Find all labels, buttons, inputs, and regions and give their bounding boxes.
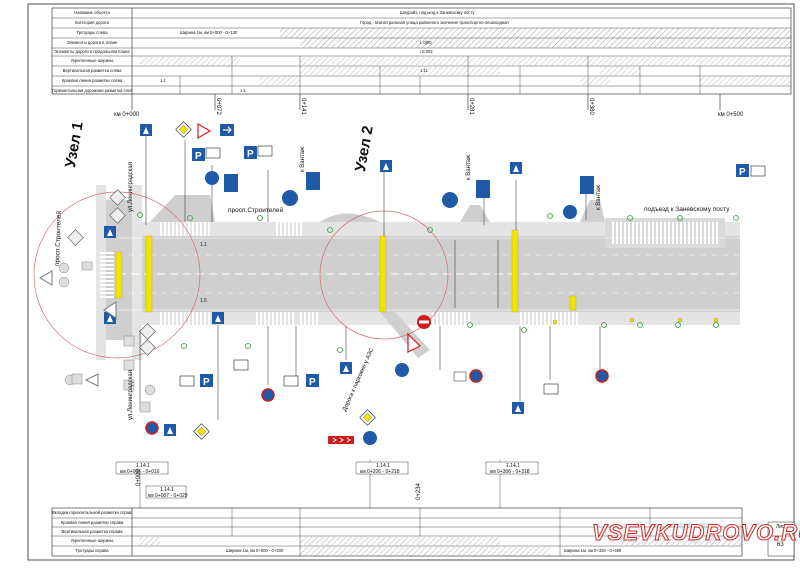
crosswalk-sign-icon	[164, 424, 176, 436]
header-row-label: Горизонтальная дорожная разметка слева	[52, 88, 132, 93]
sheet-number: 63	[777, 542, 784, 548]
svg-text:P: P	[247, 149, 254, 160]
header-row-value: 1.11	[420, 68, 428, 73]
crosswalk-sign-icon	[104, 226, 116, 238]
footer-mark-range: км 0+007 - 0+029	[148, 493, 188, 499]
parking-sign-icon: P	[306, 374, 319, 388]
crosswalk-sign-icon	[340, 362, 352, 374]
crosswalk-sign-icon	[512, 402, 524, 414]
direction-arrow-sign-icon	[220, 124, 234, 136]
footer-mark-code: 1.14.1	[506, 463, 520, 469]
direction-arrow-sign-icon	[580, 176, 594, 194]
crosswalk-sign-icon	[140, 124, 152, 136]
priority-road-sign-icon	[193, 423, 210, 440]
footer-row-label: Укрепленные ширины	[70, 538, 114, 543]
footer-row-value: Ширина 1м, км 0+000 - 0+200	[226, 548, 284, 553]
direction-arrow-sign-icon	[306, 172, 320, 190]
header-row-label: Укрепленные ширины	[70, 58, 114, 63]
header-row-value: Ширина 1м, км 0+000 - 0+130	[180, 30, 238, 35]
header-row-label: Название объекта	[74, 10, 110, 15]
crosswalk-1	[160, 222, 210, 236]
crosswalk-sign-icon	[510, 162, 522, 174]
priority-road-sign-icon	[175, 121, 192, 138]
header-row-label: Категория дороги	[74, 20, 110, 25]
footer-mark-range: км 0+206 - 0+218	[360, 469, 400, 475]
header-row-label: Вертикальная разметка слева	[62, 68, 122, 73]
header-row-label: Элементы дороги в плане	[66, 40, 118, 45]
stamp-box	[767, 521, 795, 557]
svg-text:P: P	[739, 167, 746, 178]
bus-stop-sign-icon	[453, 371, 467, 382]
header-row-value: 1.1	[160, 78, 166, 83]
no-entry-sign-icon	[417, 315, 431, 329]
chevron-board-icon	[328, 436, 354, 444]
existing-sign-icon	[58, 261, 156, 413]
chainage-mark: 0+141	[300, 98, 306, 115]
footer-row-label: Краевая линия разметки справа	[60, 520, 124, 525]
direction-label: к Вантаж	[300, 147, 306, 172]
parking-sign-icon: P	[192, 148, 205, 162]
street-label: ул.Ленинградская	[128, 370, 134, 420]
header-row-label: Элементы дороги в продольном плане	[54, 49, 130, 54]
chainage-mark: 0+072	[215, 98, 221, 115]
sheet-frame	[27, 3, 795, 561]
parking-sign-icon: P	[736, 164, 749, 178]
chainage-mark: км 0+000	[114, 112, 140, 118]
header-row-value: Город - Магистральная улица районного зн…	[360, 20, 509, 25]
chainage-mark: км 0+500	[718, 112, 744, 118]
stop-lines	[115, 229, 577, 313]
header-row-value: L 0|60	[420, 40, 432, 45]
header-row-value: Шоурайз, подъезд к Заневскому посту	[400, 10, 475, 15]
header-row-label: Краевая линия разметки слева	[61, 78, 123, 83]
give-way-sign-icon	[39, 270, 117, 387]
direction-arrow-sign-icon	[476, 180, 490, 198]
header-table	[51, 7, 792, 95]
svg-text:P: P	[309, 377, 316, 388]
parking-sign-icon: P	[244, 146, 257, 160]
footer-mark-range: км 0+306 - 0+318	[490, 469, 530, 475]
main-carriageway	[118, 236, 740, 312]
chainage-mark: 0+380	[588, 98, 594, 115]
chainage-mark: 0+234	[416, 483, 422, 500]
direction-label: к Вантаж	[466, 155, 472, 180]
footer-mark-range: км 0+006 - 0+016	[120, 469, 160, 475]
direction-arrow-sign-icon	[224, 174, 238, 192]
marking-code: 1.5	[200, 298, 207, 304]
header-row-label: Тротуары слева	[76, 30, 108, 35]
info-plate-icon	[179, 145, 766, 395]
street-label: подъезд к Заневскому посту	[644, 206, 730, 213]
chainage-mark: 0+281	[468, 98, 474, 115]
green-markers	[137, 212, 739, 353]
footer-row-value: Ширина 1м, км 0+330 - 0+498	[564, 548, 622, 553]
footer-row-label: Вкладки горизонтальной разметки справа	[52, 510, 132, 515]
header-row-value: i 0.002	[420, 49, 433, 54]
footer-mark-code: 1.14.1	[160, 487, 174, 493]
give-way-sign-icon	[197, 122, 422, 353]
footer-table	[51, 460, 743, 557]
marking-code: 1.1	[200, 242, 207, 248]
footer-row-label: Тротуары справа	[75, 548, 109, 553]
crosswalk-sign-icon	[212, 312, 224, 324]
sheet-label: Лист	[776, 524, 787, 530]
chainage-mark: 0+000	[136, 469, 142, 486]
street-label: ул.Ленинградская	[128, 162, 134, 212]
one-way-sign-icon	[205, 171, 577, 445]
direction-label: к Вантаж	[596, 185, 602, 210]
no-stopping-sign-icon	[145, 369, 609, 435]
footer-row-label: Вертикальная разметка справа	[61, 529, 123, 534]
street-label: просп.Строителей	[228, 207, 284, 214]
parking-sign-icon: P	[200, 374, 213, 388]
svg-text:P: P	[195, 151, 202, 162]
side-road-upper-1	[150, 195, 215, 222]
priority-road-sign-icon	[359, 409, 376, 426]
footer-mark-code: 1.14.1	[376, 463, 390, 469]
priority-road-sign-icon	[67, 189, 156, 356]
footer-mark-code: 1.14.1	[136, 463, 150, 469]
svg-text:P: P	[203, 377, 210, 388]
site-watermark: VSEVKUDROVO.RU	[591, 520, 800, 546]
header-row-value: 1.1	[240, 88, 246, 93]
crosswalk-sign-icon	[380, 160, 392, 172]
